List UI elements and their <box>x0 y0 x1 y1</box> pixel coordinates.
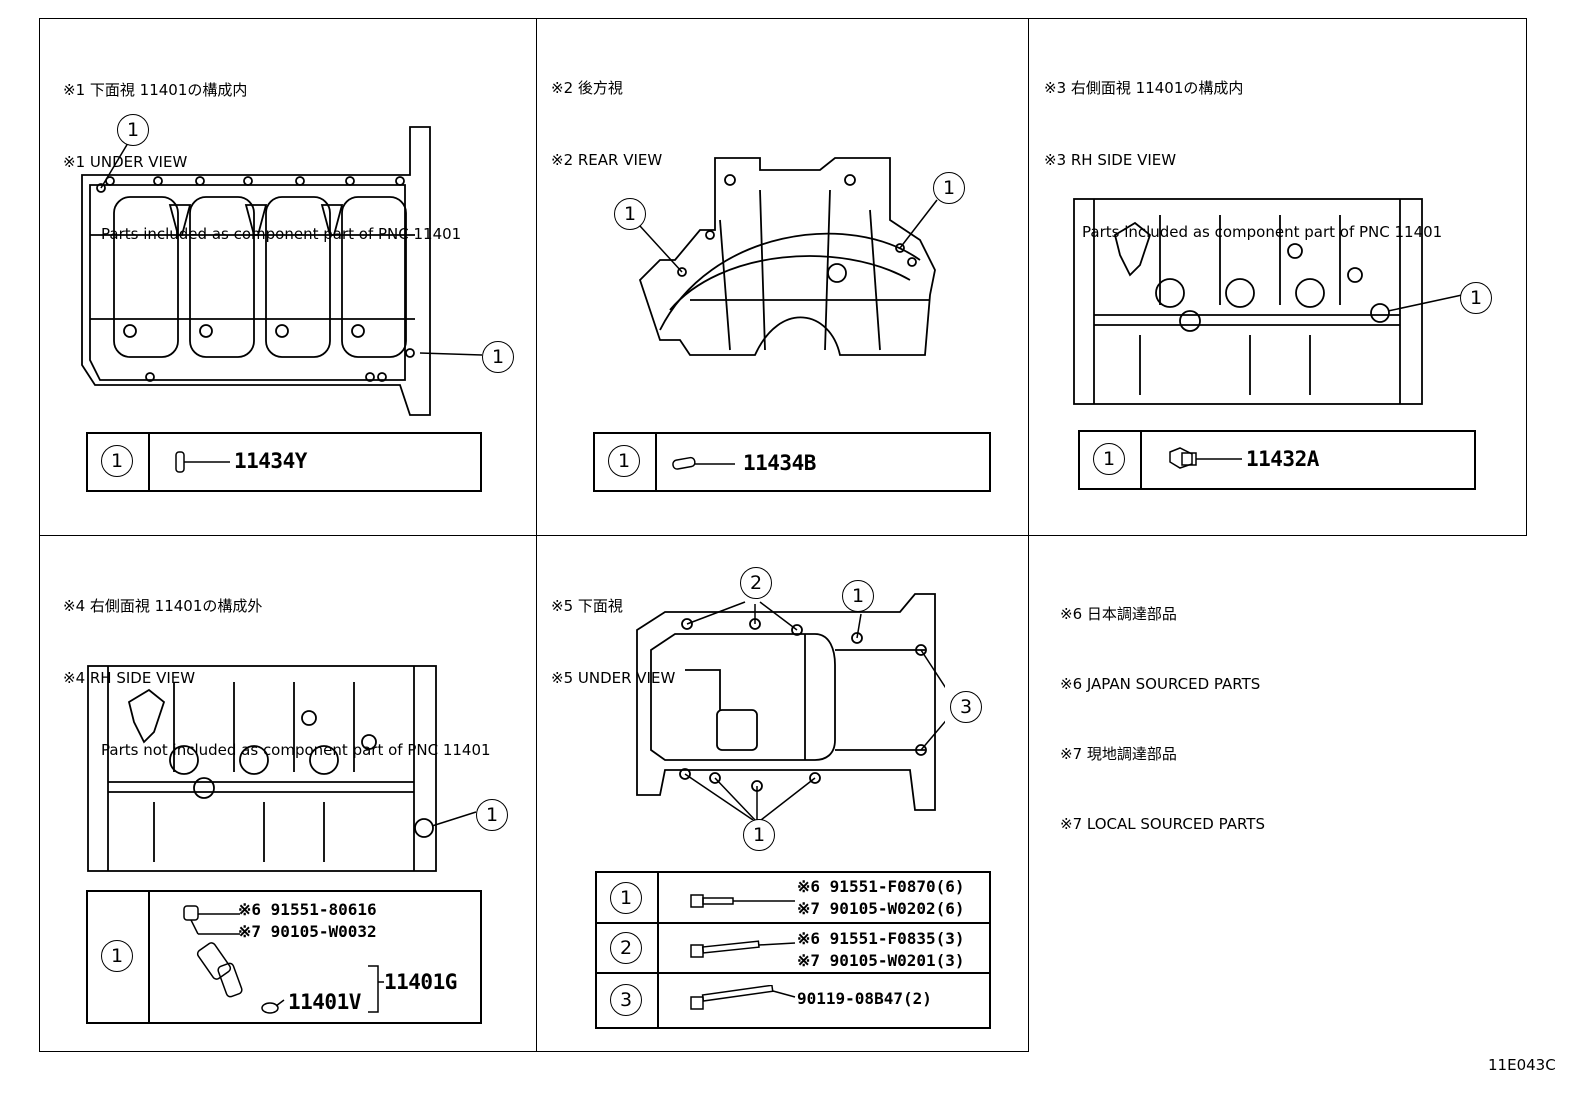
panel-1-callout-1-top: 1 <box>117 114 149 146</box>
panel-5-table-index-3: 3 <box>610 984 642 1016</box>
panel-5-callout-3: 3 <box>950 691 982 723</box>
pin-icon <box>672 456 735 470</box>
long-bolt-icon <box>690 940 796 958</box>
frame-divider-2 <box>1028 18 1029 1052</box>
panel-1-parts-table: 1 11434Y <box>86 432 482 492</box>
panel-5-table-index-1: 1 <box>610 882 642 914</box>
panel-4-rh-side-view-drawing <box>87 665 477 872</box>
panel-3-title-jp: ※3 右側面視 11401の構成内 <box>1044 79 1244 97</box>
frame-divider-1 <box>536 18 537 1052</box>
panel-1-table-index: 1 <box>101 445 133 477</box>
panel-2-table-index: 1 <box>608 445 640 477</box>
panel-4-parts-table: 1 ※6 91551-80616 ※7 90105-W0032 11401V 1… <box>86 890 482 1024</box>
panel-2-header: ※2 後方視 ※2 REAR VIEW <box>551 28 662 196</box>
note-6-en: ※6 JAPAN SOURCED PARTS <box>1060 675 1261 693</box>
panel-5-bolt-1-japan: ※6 91551-F0870(6) <box>797 877 965 896</box>
panel-4-callout-1: 1 <box>476 799 508 831</box>
panel-5-title-jp: ※5 下面視 <box>551 597 623 615</box>
panel-3-parts-table: 1 11432A <box>1078 430 1476 490</box>
oil-control-valve-icon <box>183 905 285 1014</box>
panel-4-title-en: ※4 RH SIDE VIEW <box>63 669 196 687</box>
panel-4-table-index: 1 <box>101 940 133 972</box>
note-7-jp: ※7 現地調達部品 <box>1060 745 1177 763</box>
panel-1-header: ※1 下面視 11401の構成内 ※1 UNDER VIEW Parts inc… <box>63 30 461 270</box>
panel-5-callout-1-top: 1 <box>842 580 874 612</box>
panel-5-table-index-2: 2 <box>610 932 642 964</box>
panel-2-callout-1-right: 1 <box>933 172 965 204</box>
part-number-11401g: 11401G <box>384 970 457 994</box>
note-6-jp: ※6 日本調達部品 <box>1060 605 1177 623</box>
panel-2-parts-table: 1 11434B <box>593 432 991 492</box>
panel-4-bolt-local: ※7 90105-W0032 <box>238 922 377 941</box>
panel-2-title-jp: ※2 後方視 <box>551 79 623 97</box>
panel-2-rear-view-drawing <box>638 157 938 356</box>
panel-5-bolt-2-local: ※7 90105-W0201(3) <box>797 951 965 970</box>
group-bracket <box>368 965 384 1013</box>
figure-code: 11E043C <box>1488 1056 1556 1074</box>
frame-top <box>39 18 1527 19</box>
panel-5-bolt-2-japan: ※6 91551-F0835(3) <box>797 929 965 948</box>
frame-right <box>1526 18 1527 536</box>
part-number-11401v: 11401V <box>288 990 361 1014</box>
panel-5-parts-table: 1 ※6 91551-F0870(6) ※7 90105-W0202(6) 2 … <box>595 871 991 1029</box>
bolt-icon <box>690 894 795 908</box>
part-number-11432a: 11432A <box>1246 447 1319 471</box>
panel-5-callout-1-bottom: 1 <box>743 819 775 851</box>
plug-icon <box>1169 447 1242 469</box>
panel-5-callout-2: 2 <box>740 567 772 599</box>
panel-3-title-en: ※3 RH SIDE VIEW <box>1044 151 1177 169</box>
panel-5-title-en: ※5 UNDER VIEW <box>551 669 676 687</box>
panel-1-engine-block-under-view <box>81 126 483 416</box>
panel-5-under-view-drawing <box>636 593 945 820</box>
panel-5-header: ※5 下面視 ※5 UNDER VIEW <box>551 546 675 714</box>
panel-1-callout-1-right: 1 <box>482 341 514 373</box>
panel-2-callout-1-left: 1 <box>614 198 646 230</box>
stud-bolt-icon <box>690 985 796 1010</box>
part-number-11434b: 11434B <box>743 451 816 475</box>
panel-3-callout-1: 1 <box>1460 282 1492 314</box>
panel-1-note: Parts included as component part of PNC … <box>101 225 462 243</box>
panel-3-table-index: 1 <box>1093 443 1125 475</box>
panel-5-bolt-3: 90119-08B47(2) <box>797 989 932 1008</box>
frame-left <box>39 18 40 1052</box>
pin-icon <box>175 451 230 473</box>
panel-5-bolt-1-local: ※7 90105-W0202(6) <box>797 899 965 918</box>
part-number-11434y: 11434Y <box>234 449 307 473</box>
frame-middle <box>39 535 1527 536</box>
frame-bottom <box>39 1051 1029 1052</box>
panel-4-title-jp: ※4 右側面視 11401の構成外 <box>63 597 263 615</box>
notes: ※6 日本調達部品 ※6 JAPAN SOURCED PARTS ※7 現地調達… <box>1060 557 1265 860</box>
panel-1-title-jp: ※1 下面視 11401の構成内 <box>63 81 248 99</box>
note-7-en: ※7 LOCAL SOURCED PARTS <box>1060 815 1265 833</box>
panel-3-rh-side-view-drawing <box>1073 198 1463 405</box>
panel-4-bolt-japan: ※6 91551-80616 <box>238 900 377 919</box>
panel-2-title-en: ※2 REAR VIEW <box>551 151 663 169</box>
